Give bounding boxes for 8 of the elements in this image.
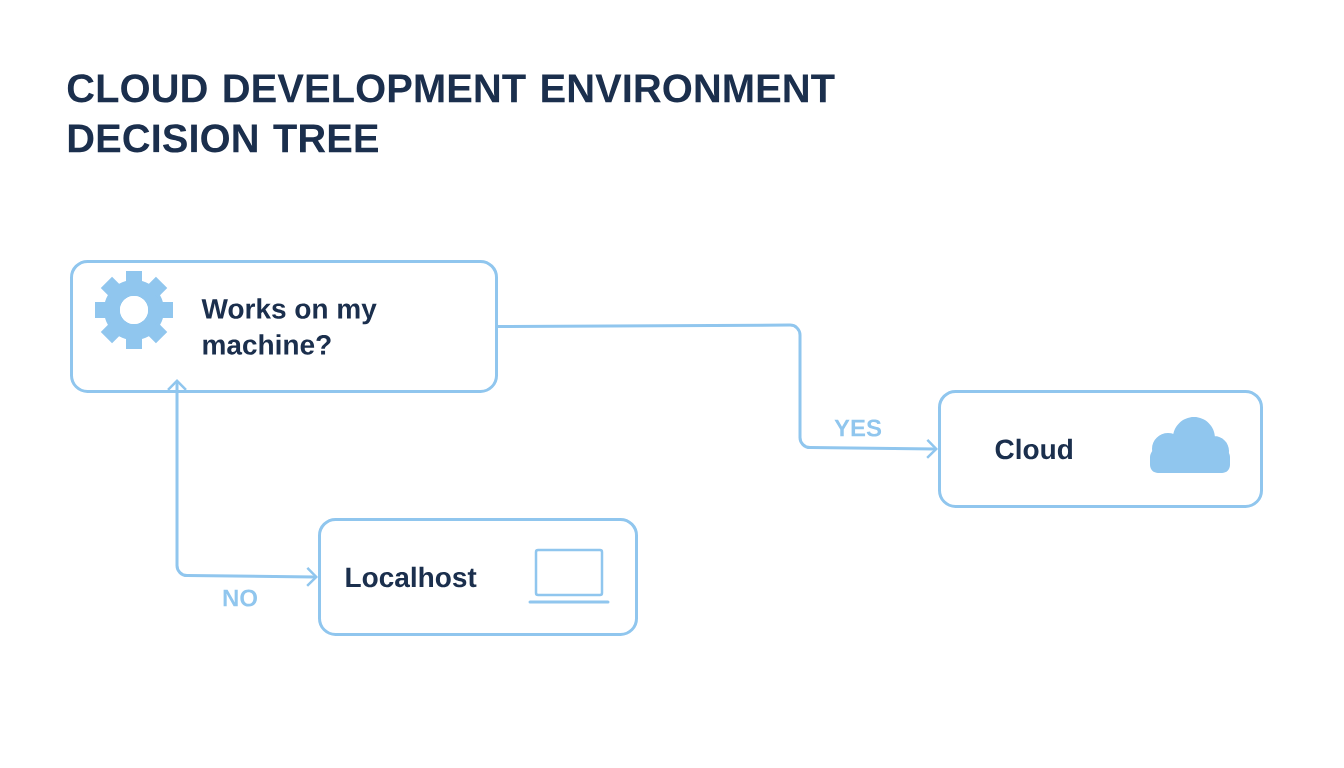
arrow [167,379,318,587]
process-box: Cloud [938,390,1263,508]
process-box: Localhost [318,518,638,636]
title: CLOUD DEVELOPMENT ENVIRONMENT DECISION TREE [67,74,835,153]
arrow [498,323,938,459]
edge-label: YES [832,417,884,439]
edge-label: NO [220,587,260,609]
process-box: Works on my machine? [70,260,498,393]
